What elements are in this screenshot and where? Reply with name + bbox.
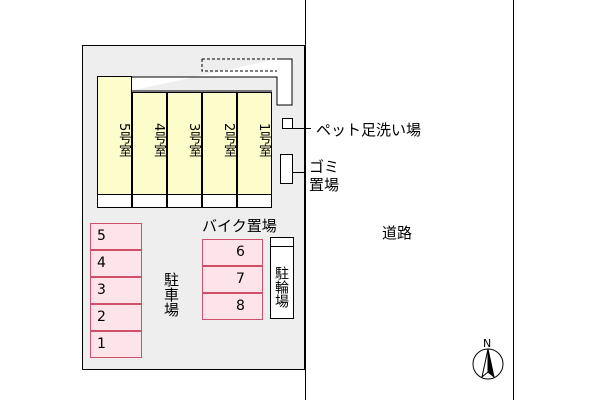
room-strip — [97, 194, 132, 208]
room-4: 4号室 — [132, 92, 167, 195]
bicycle-parking-label: 駐輪場 — [273, 266, 289, 308]
room-5-label: 5号室 — [116, 123, 131, 158]
parking-spot-5: 5 — [90, 223, 142, 250]
parking-spot-3: 3 — [90, 277, 142, 304]
room-2: 2号室 — [202, 92, 237, 195]
road-edge-left — [305, 0, 306, 400]
bicycle-parking-divider — [270, 246, 294, 247]
room-2-label: 2号室 — [221, 123, 236, 158]
room-strip — [237, 194, 272, 208]
room-strip — [132, 194, 167, 208]
room-strip — [202, 194, 237, 208]
bike-parking-label: バイク置場 — [202, 217, 277, 235]
garbage-label: ゴミ置場 — [309, 158, 340, 194]
parking-spot-4: 4 — [90, 250, 142, 277]
bike-spot-6: 6 — [202, 239, 263, 266]
pet-wash-box — [282, 118, 293, 129]
north-label: N — [483, 337, 492, 350]
parking-spot-2: 2 — [90, 304, 142, 331]
bike-spot-7: 7 — [202, 266, 263, 293]
north-arrow-icon — [472, 348, 504, 380]
pet-wash-label: ペット足洗い場 — [316, 121, 422, 139]
bicycle-parking-box — [270, 237, 294, 319]
room-strip — [167, 194, 202, 208]
room-3: 3号室 — [167, 92, 202, 195]
room-5: 5号室 — [97, 76, 132, 195]
garbage-box — [280, 154, 293, 184]
road-edge-right — [513, 0, 514, 400]
road-label: 道路 — [382, 224, 413, 242]
pet-wash-leader — [293, 128, 311, 129]
room-1-label: 1号室 — [256, 123, 271, 158]
room-1: 1号室 — [237, 92, 272, 195]
room-4-label: 4号室 — [151, 123, 166, 158]
bike-spot-8: 8 — [202, 293, 263, 320]
room-3-label: 3号室 — [186, 123, 201, 158]
parking-spot-1: 1 — [90, 331, 142, 358]
garbage-leader — [293, 172, 305, 173]
car-parking-label: 駐車場 — [162, 272, 180, 317]
